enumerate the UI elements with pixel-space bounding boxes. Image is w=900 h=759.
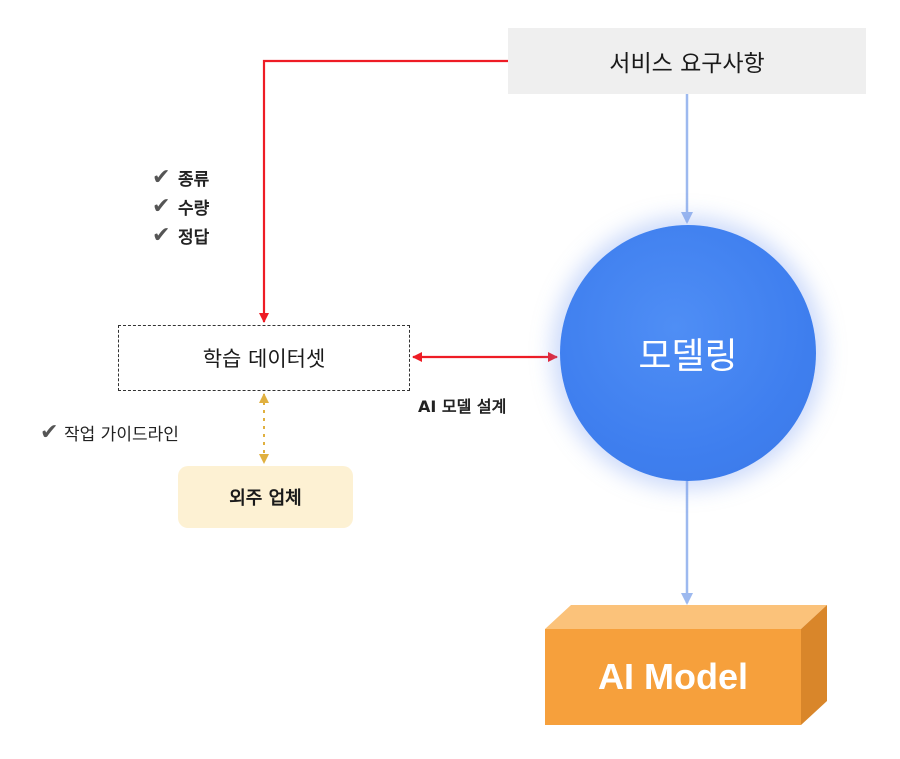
training-dataset-label: 학습 데이터셋 [202,347,326,371]
service-requirements-label: 서비스 요구사항 [609,51,765,77]
ai-model-block-3d-faces [545,605,827,725]
requirements-to-dataset-arrow [259,59,508,323]
ai-model-design-label: AI 모델 설계 [418,397,507,416]
ai-model-label: AI Model [598,656,748,697]
checklist-item-label: 수량 [178,199,210,219]
checklist-item: ✔ 정답 [152,221,209,250]
dataset-checklist: ✔ 종류 ✔ 수량 ✔ 정답 [152,163,209,250]
checklist-item: ✔ 종류 [152,163,209,192]
work-guideline-label: 작업 가이드라인 [64,425,179,445]
outsourcing-vendor-label: 외주 업체 [229,488,302,509]
checklist-item-label: 정답 [178,228,210,248]
checklist-item-label: 종류 [178,170,210,190]
modeling-circle: 모델링 [560,225,816,481]
ai-model-block: AI Model [545,605,830,725]
modeling-label: 모델링 [638,336,738,377]
work-guideline: ✔ 작업 가이드라인 [40,420,179,445]
training-dataset-box: 학습 데이터셋 [118,325,410,391]
checklist-item: ✔ 수량 [152,192,209,221]
service-requirements-box: 서비스 요구사항 [508,28,866,94]
ai-model-front-face: AI Model [545,629,801,725]
outsourcing-vendor-box: 외주 업체 [178,466,353,528]
checkmark-icon: ✔ [40,419,59,445]
checkmark-icon: ✔ [152,193,171,219]
checkmark-icon: ✔ [152,164,171,190]
checkmark-icon: ✔ [152,222,171,248]
